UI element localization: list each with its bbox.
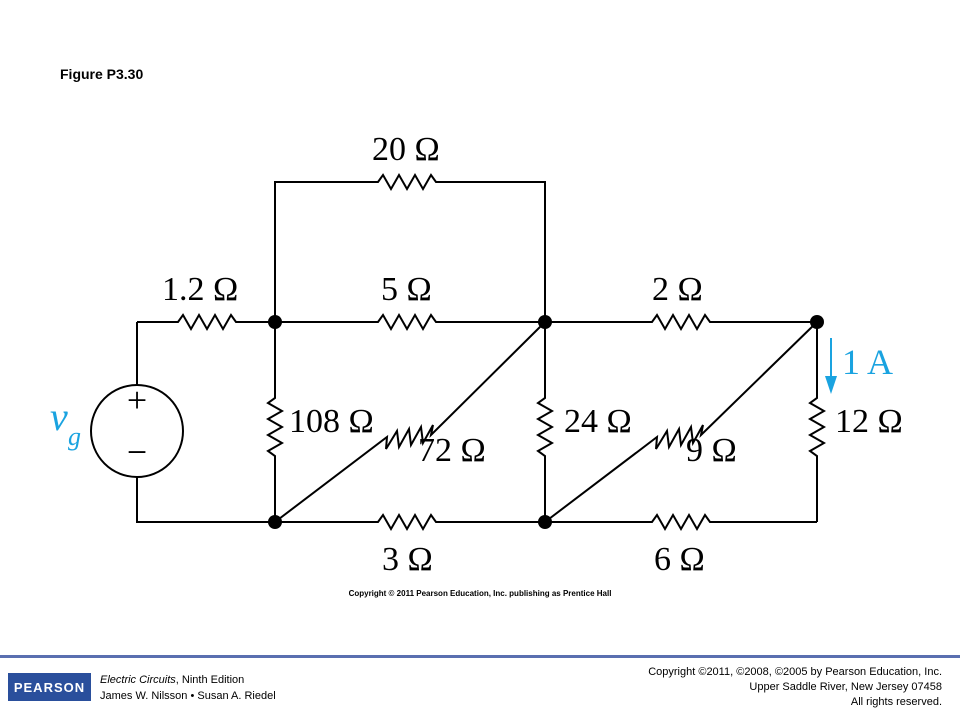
voltage-source-icon [90,384,184,478]
label-6-ohm: 6 Ω [654,541,705,578]
figure-title: Figure P3.30 [60,66,144,82]
current-label: 1 A [842,342,893,382]
image-copyright: Copyright © 2011 Pearson Education, Inc.… [349,589,612,598]
node-top-left [268,315,282,329]
book-info: Electric Circuits, Ninth Edition James W… [100,672,276,704]
wire-left-source-bottom [136,477,275,523]
source-subscript: g [68,422,81,451]
book-authors: James W. Nilsson • Susan A. Riedel [100,690,276,702]
book-title: Electric Circuits [100,674,176,686]
circuit-diagram: + − v g 1 A 20 Ω 1.2 Ω 5 Ω 2 Ω 108 Ω 72 … [50,131,903,598]
label-108-ohm: 108 Ω [289,403,374,440]
wire-2-ohm [545,312,817,332]
wire-9-ohm [544,321,818,523]
label-9-ohm: 9 Ω [686,432,737,469]
publisher-copyright: Copyright ©2011, ©2008, ©2005 by Pearson… [648,665,942,710]
label-5-ohm: 5 Ω [381,271,432,308]
pearson-logo: PEARSON [8,673,91,701]
source-plus: + [127,380,147,420]
node-bottom-left [268,515,282,529]
node-bottom-middle [538,515,552,529]
copyright-line-3: All rights reserved. [850,696,942,708]
footer-divider [0,655,960,658]
node-top-middle [538,315,552,329]
node-top-right [810,315,824,329]
label-24-ohm: 24 Ω [564,403,632,440]
label-1-2-ohm: 1.2 Ω [162,271,238,308]
current-arrow-icon [825,338,837,394]
wire-12-ohm [807,322,827,522]
book-edition: , Ninth Edition [175,674,245,686]
wire-72-ohm [274,321,546,523]
label-3-ohm: 3 Ω [382,541,433,578]
wire-3-ohm [275,512,545,532]
copyright-line-2: Upper Saddle River, New Jersey 07458 [749,681,942,693]
wire-24-ohm [535,322,555,522]
label-72-ohm: 72 Ω [418,432,486,469]
wire-left-top [137,312,275,332]
source-minus: − [127,432,147,472]
wire-6-ohm [545,512,817,532]
source-label: v [50,394,68,439]
label-2-ohm: 2 Ω [652,271,703,308]
label-12-ohm: 12 Ω [835,403,903,440]
label-20-ohm: 20 Ω [372,131,440,168]
wire-5-ohm [275,312,545,332]
wire-top-branch [274,172,546,322]
copyright-line-1: Copyright ©2011, ©2008, ©2005 by Pearson… [648,666,942,678]
wire-108-ohm [265,322,285,522]
